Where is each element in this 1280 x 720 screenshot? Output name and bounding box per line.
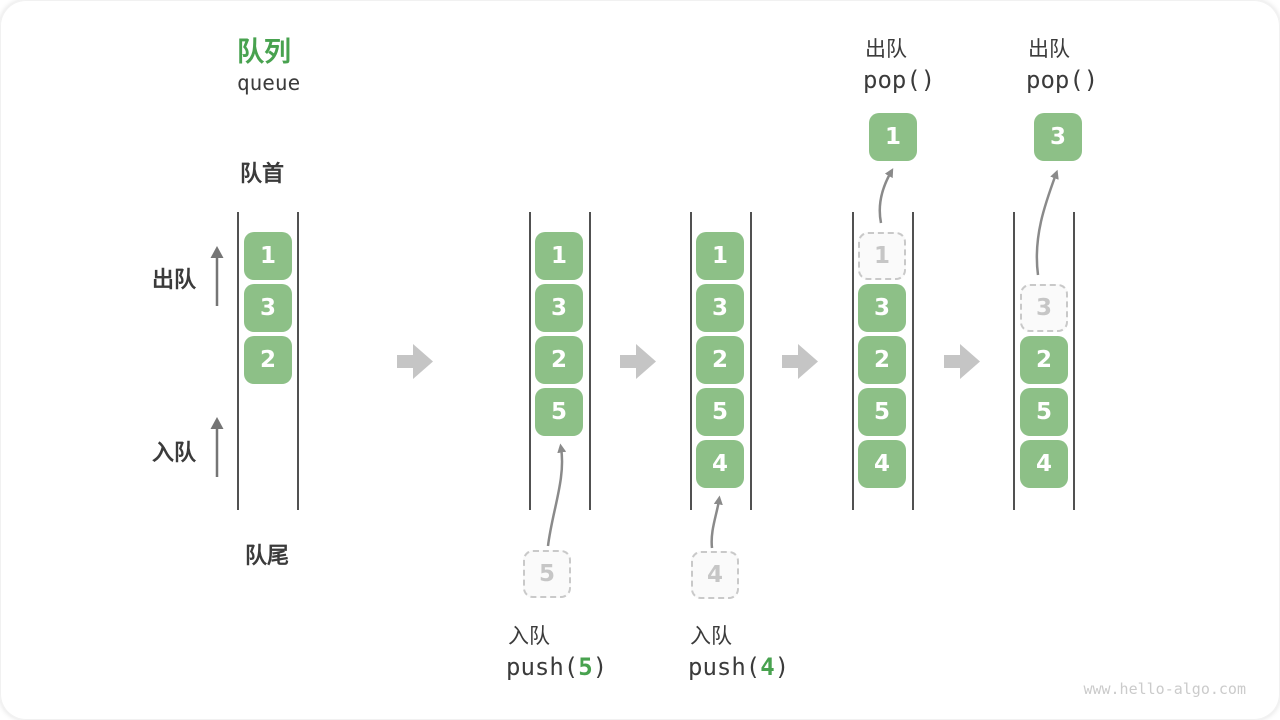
queue-item-value: 2 <box>1035 347 1052 373</box>
queue-item-value: 5 <box>711 399 728 425</box>
queue-wall-right <box>589 212 591 510</box>
queue-item-value: 4 <box>1035 451 1052 477</box>
queue-wall-left <box>852 212 854 510</box>
popped-element-box: 3 <box>1034 113 1082 161</box>
popped-element-value: 1 <box>884 124 901 150</box>
queue-item: 3 <box>244 284 292 332</box>
arrow-right-icon <box>397 344 433 379</box>
queue-item-value: 3 <box>550 295 567 321</box>
queue-item-value: 2 <box>711 347 728 373</box>
queue-item-value: 5 <box>873 399 890 425</box>
diagram-title-zh: 队列 <box>237 37 291 67</box>
queue-item: 4 <box>858 440 906 488</box>
label-enqueue-direction: 入队 <box>152 440 197 465</box>
queue-item: 5 <box>1020 388 1068 436</box>
queue-item: 2 <box>1020 336 1068 384</box>
label-queue-front: 队首 <box>240 161 285 186</box>
queue-state-4: 1 3 2 5 4 <box>852 0 914 720</box>
queue-item: 1 <box>535 232 583 280</box>
queue-item-value: 3 <box>259 295 276 321</box>
enqueue-op-code: push(5) <box>506 653 607 681</box>
queue-item: 2 <box>244 336 292 384</box>
code-text: push( <box>688 653 761 681</box>
queue-item: 1 <box>696 232 744 280</box>
popped-element-value: 3 <box>1049 124 1066 150</box>
ghost-value: 3 <box>1035 295 1052 321</box>
incoming-element-value: 5 <box>538 561 555 587</box>
queue-wall-right <box>750 212 752 510</box>
queue-item: 4 <box>696 440 744 488</box>
dequeue-op-code: pop() <box>863 66 936 94</box>
watermark: www.hello-algo.com <box>1083 680 1246 698</box>
arrow-right-icon <box>782 344 818 379</box>
queue-item-value: 2 <box>550 347 567 373</box>
popped-slot-ghost: 3 <box>1020 284 1068 332</box>
arrow-up-icon <box>210 417 224 477</box>
arrow-right-icon <box>944 344 980 379</box>
queue-item: 2 <box>696 336 744 384</box>
enqueue-op-label: 入队 <box>690 625 732 648</box>
incoming-element-value: 4 <box>706 562 723 588</box>
popped-element-box: 1 <box>869 113 917 161</box>
queue-state-2: 1 3 2 5 <box>529 0 591 720</box>
queue-wall-left <box>1013 212 1015 510</box>
queue-item: 4 <box>1020 440 1068 488</box>
queue-wall-left <box>690 212 692 510</box>
code-arg: 4 <box>760 653 775 681</box>
code-text: ) <box>592 653 608 681</box>
diagram-title-en: queue <box>237 71 301 95</box>
queue-wall-right <box>297 212 299 510</box>
code-text: ) <box>774 653 790 681</box>
ghost-value: 1 <box>873 243 890 269</box>
queue-wall-left <box>529 212 531 510</box>
queue-item-value: 2 <box>873 347 890 373</box>
enqueue-op-code: push(4) <box>688 653 789 681</box>
queue-item-value: 3 <box>873 295 890 321</box>
queue-item: 3 <box>535 284 583 332</box>
queue-state-3: 1 3 2 5 4 <box>690 0 752 720</box>
queue-item: 2 <box>535 336 583 384</box>
queue-item-value: 5 <box>550 399 567 425</box>
incoming-element-box: 5 <box>523 550 571 598</box>
label-queue-rear: 队尾 <box>245 543 290 568</box>
queue-item-value: 1 <box>711 243 728 269</box>
dequeue-op-label: 出队 <box>1028 38 1070 61</box>
queue-wall-left <box>237 212 239 510</box>
code-text: push( <box>506 653 579 681</box>
dequeue-op-code: pop() <box>1026 66 1099 94</box>
queue-item: 5 <box>535 388 583 436</box>
label-dequeue-direction: 出队 <box>152 267 197 292</box>
popped-slot-ghost: 1 <box>858 232 906 280</box>
queue-state-1: 1 3 2 <box>237 0 299 720</box>
queue-item-value: 5 <box>1035 399 1052 425</box>
queue-item: 2 <box>858 336 906 384</box>
arrow-up-icon <box>210 246 224 306</box>
queue-item: 5 <box>696 388 744 436</box>
queue-item: 3 <box>696 284 744 332</box>
dequeue-op-label: 出队 <box>865 38 907 61</box>
arrow-right-icon <box>620 344 656 379</box>
queue-wall-right <box>1073 212 1075 510</box>
queue-item-value: 1 <box>550 243 567 269</box>
queue-item: 3 <box>858 284 906 332</box>
queue-item-value: 4 <box>711 451 728 477</box>
queue-item-value: 1 <box>259 243 276 269</box>
queue-item: 1 <box>244 232 292 280</box>
queue-item-value: 4 <box>873 451 890 477</box>
queue-item-value: 3 <box>711 295 728 321</box>
code-arg: 5 <box>578 653 593 681</box>
queue-item: 5 <box>858 388 906 436</box>
enqueue-op-label: 入队 <box>508 625 550 648</box>
queue-item-value: 2 <box>259 347 276 373</box>
incoming-element-box: 4 <box>691 551 739 599</box>
queue-state-5: 3 2 5 4 <box>1013 0 1075 720</box>
queue-wall-right <box>912 212 914 510</box>
